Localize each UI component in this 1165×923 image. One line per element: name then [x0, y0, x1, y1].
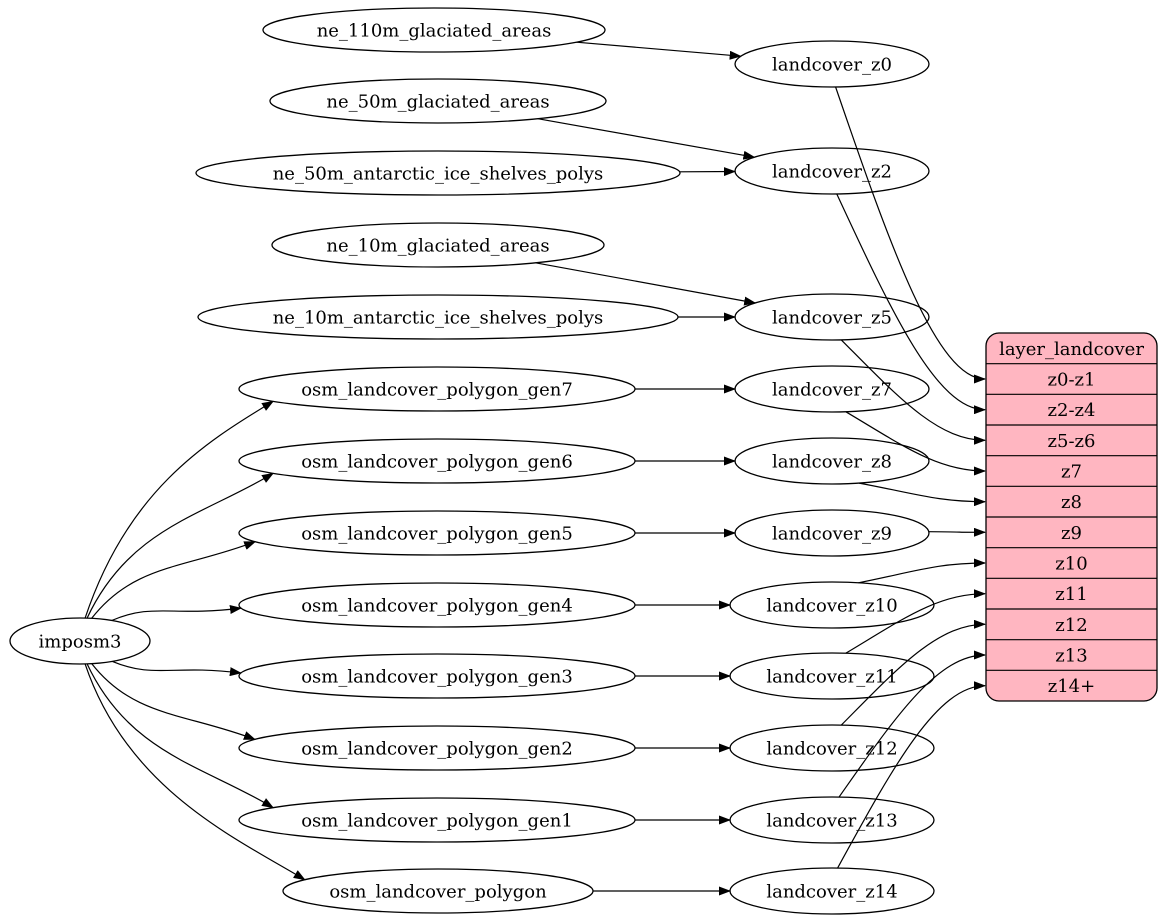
node-label-osm_landcover_polygon_gen4: osm_landcover_polygon_gen4: [301, 596, 573, 617]
node-label-osm_landcover_polygon_gen7: osm_landcover_polygon_gen7: [301, 380, 573, 401]
node-label-ne_110m_glaciated_areas: ne_110m_glaciated_areas: [317, 21, 552, 42]
record-header-label: layer_landcover: [999, 339, 1144, 360]
edge-landcover_z12-to-z12: [840, 619, 986, 726]
node-label-landcover_z12: landcover_z12: [766, 739, 897, 760]
node-landcover_z13: landcover_z13: [729, 796, 935, 844]
edge-imposm3-to-osm_landcover_polygon_gen4: [111, 605, 242, 622]
node-osm_landcover_polygon_gen6: osm_landcover_polygon_gen6: [238, 438, 636, 484]
record-row-label-z7: z7: [1061, 462, 1082, 483]
edge-imposm3-to-osm_landcover_polygon: [84, 663, 306, 881]
node-label-imposm3: imposm3: [39, 632, 122, 653]
edge-landcover_z7-to-z7: [845, 411, 986, 476]
edge-imposm3-to-osm_landcover_polygon_gen2: [91, 663, 256, 740]
node-ne_50m_glaciated_areas: ne_50m_glaciated_areas: [269, 78, 607, 124]
edge-imposm3-to-osm_landcover_polygon_gen6: [86, 472, 274, 619]
node-ne_10m_antarctic_ice_shelves_polys: ne_10m_antarctic_ice_shelves_polys: [197, 294, 679, 340]
node-osm_landcover_polygon_gen5: osm_landcover_polygon_gen5: [238, 510, 636, 556]
edge-imposm3-to-osm_landcover_polygon_gen1: [86, 663, 274, 809]
edge-ne_50m_glaciated_areas-to-landcover_z2: [537, 118, 756, 160]
node-imposm3: imposm3: [9, 617, 151, 665]
node-ellipse-ne_50m_glaciated_areas: [269, 78, 607, 124]
edge-imposm3-to-osm_landcover_polygon_gen7: [84, 400, 274, 619]
node-ne_50m_antarctic_ice_shelves_polys: ne_50m_antarctic_ice_shelves_polys: [195, 150, 681, 196]
edge-landcover_z5-to-z5-z6: [840, 339, 986, 445]
record-row-label-z13: z13: [1055, 646, 1087, 667]
record-row-label-z8: z8: [1061, 492, 1082, 513]
node-osm_landcover_polygon_gen1: osm_landcover_polygon_gen1: [238, 797, 636, 843]
node-ellipse-ne_110m_glaciated_areas: [262, 7, 606, 53]
node-landcover_z9: landcover_z9: [734, 509, 930, 557]
node-label-landcover_z7: landcover_z7: [772, 380, 892, 401]
edge-landcover_z10-to-z10: [858, 558, 986, 584]
node-label-osm_landcover_polygon_gen6: osm_landcover_polygon_gen6: [301, 452, 573, 473]
node-label-landcover_z10: landcover_z10: [766, 596, 897, 617]
node-label-landcover_z2: landcover_z2: [772, 162, 892, 183]
edge-imposm3-to-osm_landcover_polygon_gen5: [91, 541, 257, 619]
node-landcover_z12: landcover_z12: [729, 724, 935, 772]
node-label-landcover_z11: landcover_z11: [766, 667, 897, 688]
node-label-ne_10m_glaciated_areas: ne_10m_glaciated_areas: [326, 236, 549, 257]
edge-landcover_z8-to-z8: [858, 482, 986, 507]
record-row-label-z14+: z14+: [1048, 676, 1095, 697]
record-node-layer-landcover: layer_landcover z0-z1 z2-z4 z5-z6 z7 z8 z9 z10 z…: [985, 332, 1158, 702]
node-landcover_z8: landcover_z8: [734, 437, 930, 485]
edge-ne_10m_glaciated_areas-to-landcover_z5: [535, 262, 757, 306]
node-ellipse-ne_10m_glaciated_areas: [271, 222, 605, 268]
edge-ne_110m_glaciated_areas-to-landcover_z0: [576, 41, 742, 60]
node-label-osm_landcover_polygon_gen1: osm_landcover_polygon_gen1: [301, 811, 573, 832]
edge-landcover_z14-to-z14+: [837, 681, 986, 869]
node-ne_110m_glaciated_areas: ne_110m_glaciated_areas: [262, 7, 606, 53]
node-label-osm_landcover_polygon_gen2: osm_landcover_polygon_gen2: [301, 739, 573, 760]
node-ellipse-imposm3: [9, 617, 151, 665]
node-label-landcover_z14: landcover_z14: [766, 882, 897, 903]
node-label-osm_landcover_polygon_gen5: osm_landcover_polygon_gen5: [301, 524, 573, 545]
node-landcover_z14: landcover_z14: [729, 867, 935, 915]
edge-landcover_z9-to-z9: [928, 527, 986, 537]
node-osm_landcover_polygon_gen7: osm_landcover_polygon_gen7: [238, 366, 636, 412]
node-landcover_z0: landcover_z0: [734, 40, 930, 88]
record-row-label-z11: z11: [1055, 584, 1087, 605]
node-label-landcover_z9: landcover_z9: [772, 524, 892, 545]
node-landcover_z7: landcover_z7: [734, 365, 930, 413]
edge-landcover_z0-to-z0-z1: [835, 86, 986, 384]
edge-landcover_z13-to-z13: [838, 650, 986, 798]
node-osm_landcover_polygon_gen3: osm_landcover_polygon_gen3: [238, 653, 636, 699]
node-label-ne_10m_antarctic_ice_shelves_polys: ne_10m_antarctic_ice_shelves_polys: [273, 308, 604, 329]
node-label-landcover_z0: landcover_z0: [772, 55, 892, 76]
node-label-landcover_z13: landcover_z13: [766, 811, 897, 832]
record-row-label-z9: z9: [1061, 523, 1082, 544]
edge-landcover_z11-to-z11: [845, 589, 986, 654]
edge-landcover_z2-to-z2-z4: [836, 193, 986, 415]
node-label-landcover_z8: landcover_z8: [772, 452, 892, 473]
node-osm_landcover_polygon: osm_landcover_polygon: [282, 868, 594, 914]
node-landcover_z2: landcover_z2: [734, 147, 930, 195]
edges-layer: [84, 41, 986, 896]
node-ellipse-landcover_z0: [734, 40, 930, 88]
node-ellipse-ne_50m_antarctic_ice_shelves_polys: [195, 150, 681, 196]
node-landcover_z10: landcover_z10: [729, 581, 935, 629]
nodes-layer: imposm3 ne_110m_glaciated_areas ne_50m_gla…: [9, 7, 935, 915]
record-row-label-z12: z12: [1055, 615, 1087, 636]
node-label-landcover_z5: landcover_z5: [772, 308, 892, 329]
record-row-label-z0-z1: z0-z1: [1048, 370, 1096, 391]
edge-imposm3-to-osm_landcover_polygon_gen3: [112, 660, 242, 677]
node-landcover_z11: landcover_z11: [729, 652, 935, 700]
node-label-ne_50m_antarctic_ice_shelves_polys: ne_50m_antarctic_ice_shelves_polys: [273, 164, 604, 185]
node-label-osm_landcover_polygon: osm_landcover_polygon: [329, 882, 547, 903]
record-row-label-z2-z4: z2-z4: [1048, 400, 1096, 421]
record-row-label-z10: z10: [1055, 554, 1087, 575]
node-ne_10m_glaciated_areas: ne_10m_glaciated_areas: [271, 222, 605, 268]
record-row-label-z5-z6: z5-z6: [1048, 431, 1096, 452]
node-landcover_z5: landcover_z5: [734, 293, 930, 341]
node-label-ne_50m_glaciated_areas: ne_50m_glaciated_areas: [326, 92, 549, 113]
node-label-osm_landcover_polygon_gen3: osm_landcover_polygon_gen3: [301, 667, 573, 688]
node-osm_landcover_polygon_gen2: osm_landcover_polygon_gen2: [238, 725, 636, 771]
node-osm_landcover_polygon_gen4: osm_landcover_polygon_gen4: [238, 582, 636, 628]
